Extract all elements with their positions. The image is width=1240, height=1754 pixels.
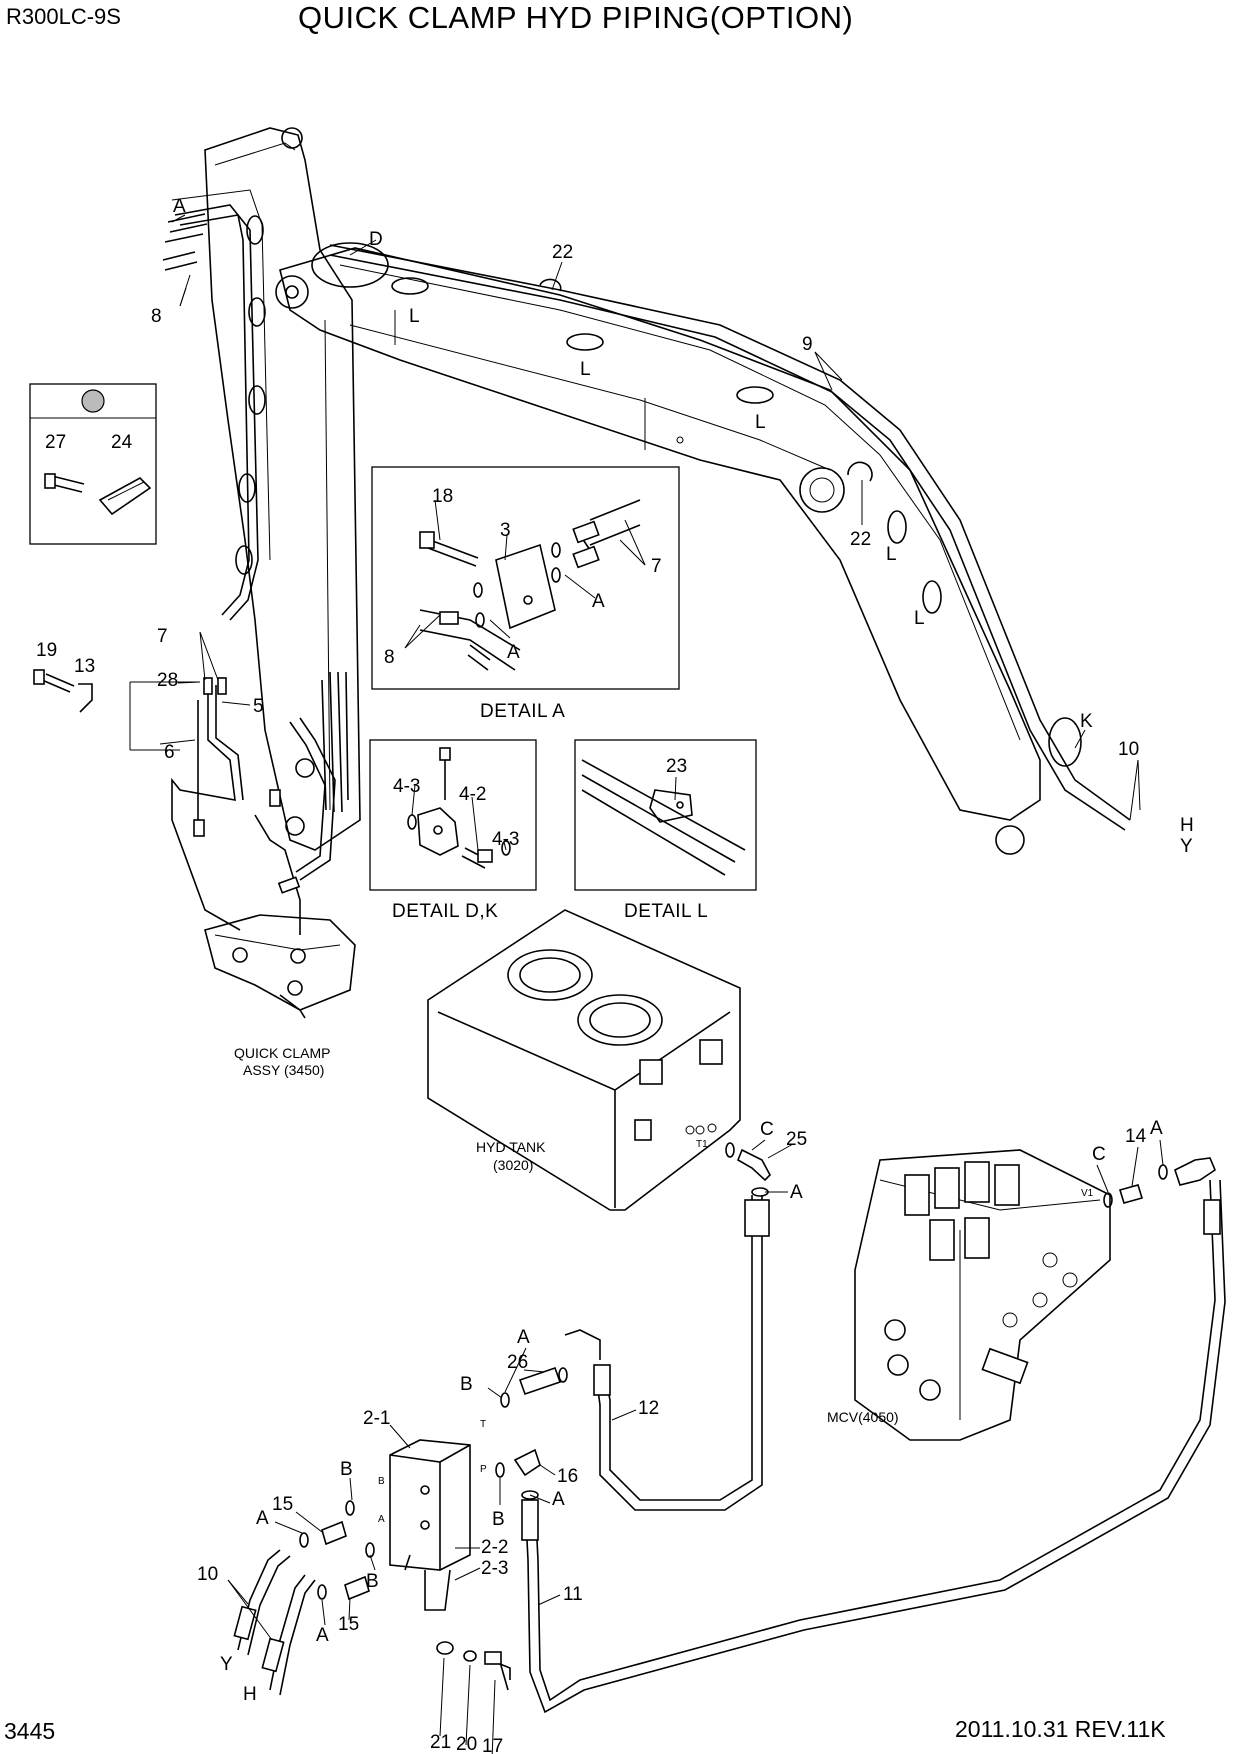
detail-a-caption: DETAIL A [480,701,565,722]
callout: 26 [507,1352,528,1373]
valve-block [233,1366,568,1696]
hyd-tank-label-1: HYD TANK [476,1139,546,1155]
callout: A [1150,1118,1163,1139]
lower-hoses [521,1179,1226,1714]
mcv [854,1149,1216,1441]
port-mark-t1: T1 [696,1139,708,1150]
callout: 16 [557,1466,578,1487]
detail-a-box [371,466,680,690]
callout: 14 [1125,1126,1147,1147]
hyd-tank-label-2: (3020) [493,1157,533,1173]
callout: 22 [850,529,871,550]
boom-arm-assembly [162,127,1131,881]
quick-clamp-label-2: ASSY (3450) [243,1062,324,1078]
callout: 19 [36,640,57,661]
callout: A [256,1508,269,1529]
callout: A [316,1625,329,1646]
callout: 8 [384,647,395,668]
callout: B [366,1571,379,1592]
port-mark-a: A [378,1514,385,1525]
callout: C [1092,1144,1106,1165]
callout: 13 [74,656,95,677]
callout: 9 [802,334,813,355]
callout: 17 [482,1736,503,1754]
model-number: R300LC-9S [6,4,121,29]
callout: 4-2 [459,784,486,805]
callout: 22 [552,242,573,263]
callout: Y [220,1654,233,1675]
callout: 25 [786,1129,807,1150]
callout: L [409,306,420,327]
callout: L [886,544,897,565]
callout: 6 [164,742,175,763]
callout: 15 [272,1494,293,1515]
callout: H [1180,815,1194,836]
callout: K [1080,711,1093,732]
detail-dk-box [369,739,537,891]
revision-date: 2011.10.31 REV.11K [955,1716,1166,1742]
callout: 2-1 [363,1408,390,1429]
port-mark-b: B [378,1476,385,1487]
detail-dk-caption: DETAIL D,K [392,901,498,922]
callout: 18 [432,486,453,507]
callout: L [755,412,766,433]
callout: 5 [253,696,264,717]
page-title: QUICK CLAMP HYD PIPING(OPTION) [298,0,854,35]
callout: 23 [666,756,687,777]
callout: B [492,1509,505,1530]
callout: B [340,1459,353,1480]
callout: L [580,359,591,380]
hyd-tank [427,909,771,1211]
callout: 4-3 [492,829,519,850]
callout: A [552,1489,565,1510]
callout-labels: A D 8 22 9 L L L L L 22 K 10 H Y 27 24 1… [36,196,1194,1754]
callout: A [173,196,186,217]
mcv-label: MCV(4050) [827,1409,899,1425]
callout: 11 [563,1584,583,1605]
port-mark-p: P [480,1464,487,1475]
callout: 21 [430,1732,451,1753]
callout: D [369,229,383,250]
callout: 12 [638,1398,659,1419]
callout: Y [1180,836,1193,857]
port-mark-v1: V1 [1081,1188,1094,1199]
callout: H [243,1684,257,1705]
page-number: 3445 [4,1718,56,1744]
detail-l-caption: DETAIL L [624,901,708,922]
detail-l-box [574,739,757,891]
callout: A [592,591,605,612]
callout: 10 [197,1564,218,1585]
callout: 15 [338,1614,359,1635]
kit-box [29,383,157,545]
callout: B [460,1374,473,1395]
callout: 28 [157,670,178,691]
callout: 24 [111,432,133,453]
callout: A [507,642,520,663]
callout: L [914,608,925,629]
callout: 2-2 [481,1537,508,1558]
callout: 7 [157,626,168,647]
callout: 20 [456,1734,477,1754]
port-mark-t: T [480,1419,486,1430]
callout: 10 [1118,739,1139,760]
callout: 4-3 [393,776,420,797]
quick-clamp-label-1: QUICK CLAMP [234,1045,330,1061]
callout: 8 [151,306,162,327]
callout: C [760,1119,774,1140]
callout: 2-3 [481,1558,508,1579]
leader-lines [159,214,1164,1754]
callout: 3 [500,520,511,541]
callout: A [517,1327,530,1348]
arm-hose-assembly [33,669,301,935]
quick-clamp-assy [204,914,356,1019]
callout: A [790,1182,803,1203]
callout: 27 [45,432,66,453]
callout: 7 [651,556,662,577]
